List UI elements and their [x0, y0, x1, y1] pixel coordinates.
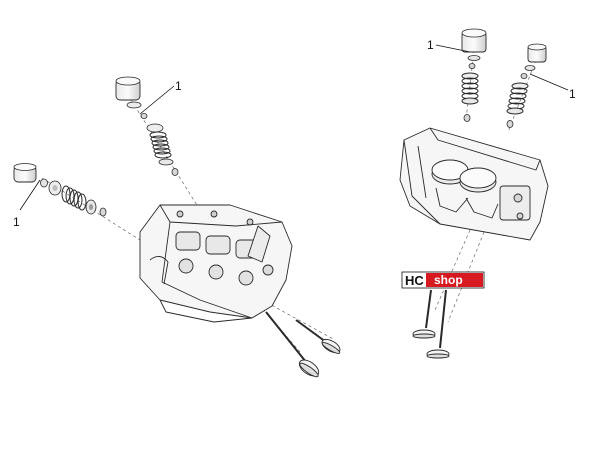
left-seal-horizontal [99, 207, 107, 217]
right-spring-1 [461, 72, 479, 105]
right-valve-2 [426, 289, 450, 359]
left-tappet-vertical [115, 76, 141, 101]
left-shim-vertical [126, 101, 142, 109]
left-retainer-vertical [146, 123, 164, 133]
right-seal-1 [463, 114, 471, 122]
left-seal-vertical [171, 168, 179, 176]
right-tappet-1 [461, 28, 487, 53]
callout-leaders [19, 44, 569, 211]
right-valve-1 [412, 289, 436, 339]
left-keeper-vertical [140, 113, 148, 119]
right-keeper-1 [468, 63, 476, 69]
logo-brand-suffix: shop [434, 273, 463, 287]
left-valve-2 [295, 319, 341, 354]
right-shim-1 [467, 55, 481, 61]
right-tappet-2 [527, 43, 547, 63]
logo-brand-prefix: HC [405, 273, 424, 288]
right-keeper-2 [520, 73, 528, 79]
callout-label: 1 [569, 87, 576, 101]
left-retainer-horizontal [48, 180, 62, 196]
left-tappet-horizontal [13, 163, 37, 183]
callout-label: 1 [427, 38, 434, 52]
left-spring-horizontal [61, 185, 87, 211]
hcshop-logo: HC shop [401, 271, 485, 289]
left-valve-1 [265, 311, 320, 378]
left-spring-vertical [149, 131, 172, 159]
right-shim-2 [524, 65, 536, 71]
left-cylinder-head [139, 204, 293, 323]
right-seal-2 [506, 120, 514, 128]
left-spring-seat-vertical [158, 158, 174, 166]
right-spring-2 [506, 82, 529, 115]
left-spring-seat-horizontal [85, 199, 97, 215]
callout-label: 1 [175, 79, 182, 93]
right-cylinder-head [399, 127, 549, 241]
left-shim-horizontal [40, 178, 48, 188]
callout-label: 1 [13, 215, 20, 229]
